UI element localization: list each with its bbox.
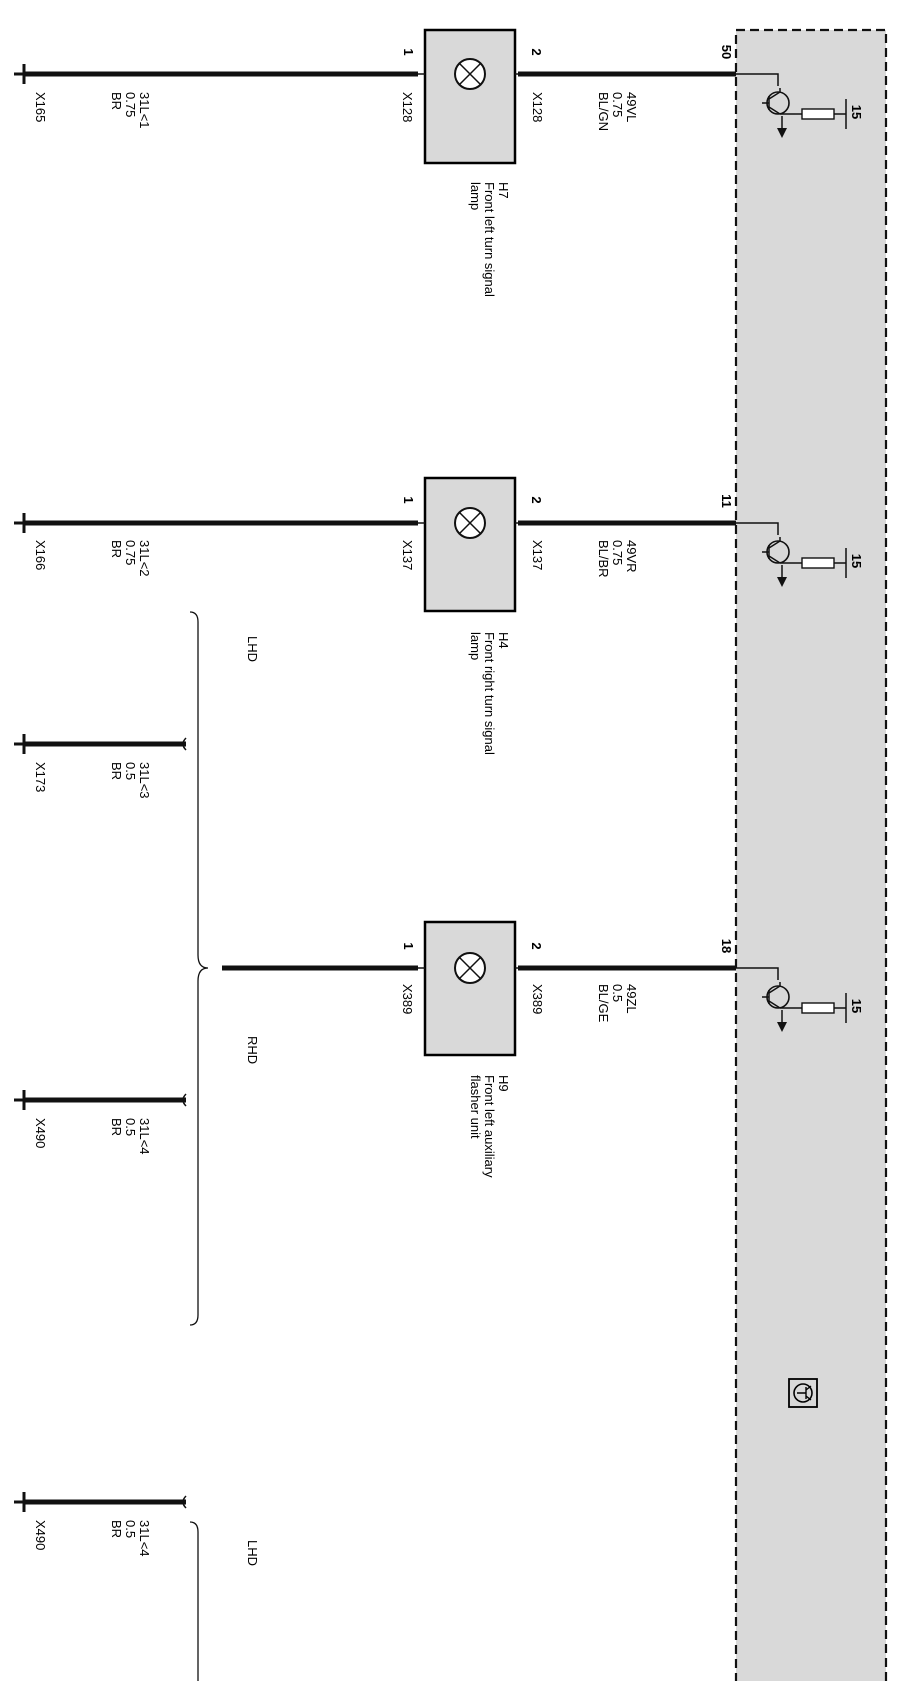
control-unit-icon <box>788 1378 818 1408</box>
lamp-circuit-h9: 2 1 X389 X389 H9 Front left auxiliary fl… <box>222 920 736 1178</box>
ground-wire-size: 0.75 <box>123 540 138 565</box>
variant-wire-code: 31L<4 <box>137 1520 152 1557</box>
connector-out: X389 <box>400 984 415 1014</box>
supply-wire-color: BL/GE <box>596 984 611 1023</box>
supply-wire-size: 0.5 <box>610 984 625 1002</box>
supply-wire-color: BL/BR <box>596 540 611 578</box>
variant-wire-color: BR <box>109 1520 124 1538</box>
variant-wire-size: 0.5 <box>123 1118 138 1136</box>
connector-in: X389 <box>530 984 545 1014</box>
lamp-id: H7 <box>496 182 511 199</box>
output-stage-18: 15 18 <box>719 939 864 1032</box>
control-module-housing <box>734 28 888 1681</box>
lamp-pin-out: 1 <box>401 48 416 55</box>
lamp-h9 <box>423 920 517 1057</box>
output-pin-label: 50 <box>719 45 734 59</box>
variant-wire-code: 31L<3 <box>137 762 152 799</box>
lamp-name-line2: lamp <box>468 632 483 660</box>
connector-out: X137 <box>400 540 415 570</box>
variant-label: RHD <box>245 1036 260 1064</box>
variant-wire-size: 0.5 <box>123 1520 138 1538</box>
lamp-h7 <box>423 28 517 165</box>
lamp-circuit-h7: 2 1 X128 X128 H7 Front left turn signal … <box>14 28 736 297</box>
variant-label: LHD <box>245 1540 260 1566</box>
ground-wire-color: BR <box>109 540 124 558</box>
output-pin-label: 18 <box>719 939 734 953</box>
lamp-name-line1: Front right turn signal <box>482 632 497 755</box>
ground-point-label: X166 <box>33 540 48 570</box>
output-stage-11: 15 11 <box>719 494 864 587</box>
variant-wire-color: BR <box>109 1118 124 1136</box>
lamp-name-line2: flasher unit <box>468 1075 483 1139</box>
output-stage-50: 15 50 <box>719 45 864 138</box>
ground-point-label: X173 <box>33 762 48 792</box>
variant-lhd-x173: LHD 31L<3 0.5 BR X173 <box>14 636 260 799</box>
output-supply-label: 15 <box>849 999 864 1013</box>
variant-wire-code: 31L<4 <box>137 1118 152 1155</box>
supply-wire-color: BL/GN <box>596 92 611 131</box>
lamp-circuit-h4: 2 1 X137 X137 H4 Front right turn signal… <box>14 476 736 755</box>
lamp-pin-in: 2 <box>529 496 544 503</box>
ground-point-label: X490 <box>33 1118 48 1148</box>
supply-wire-code: 49VR <box>624 540 639 573</box>
lamp-name-line2: lamp <box>468 182 483 210</box>
ground-point-label: X165 <box>33 92 48 122</box>
variant-lhd-x490: LHD 31L<4 0.5 BR X490 <box>14 1492 260 1566</box>
control-module <box>734 28 888 1681</box>
output-pin-label: 11 <box>719 494 734 508</box>
output-supply-label: 15 <box>849 105 864 119</box>
supply-wire-size: 0.75 <box>610 540 625 565</box>
lamp-symbol-icon <box>458 956 482 980</box>
variant-wire-color: BR <box>109 762 124 780</box>
variant-label: LHD <box>245 636 260 662</box>
lamp-id: H4 <box>496 632 511 649</box>
variant-rhd-x490: RHD 31L<4 0.5 BR X490 <box>14 1036 260 1155</box>
ground-wire-size: 0.75 <box>123 92 138 117</box>
supply-wire-size: 0.75 <box>610 92 625 117</box>
ground-point-label: X490 <box>33 1520 48 1550</box>
lamp-pin-in: 2 <box>529 48 544 55</box>
variant-wire-size: 0.5 <box>123 762 138 780</box>
supply-wire-code: 49ZL <box>624 984 639 1014</box>
lamp-pin-out: 1 <box>401 496 416 503</box>
connector-in: X128 <box>530 92 545 122</box>
ground-wire-color: BR <box>109 92 124 110</box>
connector-in: X137 <box>530 540 545 570</box>
lamp-h4 <box>423 476 517 613</box>
output-supply-label: 15 <box>849 554 864 568</box>
connector-out: X128 <box>400 92 415 122</box>
lamp-symbol-icon <box>458 62 482 86</box>
lamp-name-line1: Front left auxiliary <box>482 1075 497 1178</box>
lamp-id: H9 <box>496 1075 511 1092</box>
lamp-name-line1: Front left turn signal <box>482 182 497 297</box>
ground-wire-code: 31L<2 <box>137 540 152 577</box>
supply-wire-code: 49VL <box>624 92 639 122</box>
lamp-pin-in: 2 <box>529 942 544 949</box>
lamp-symbol-icon <box>458 511 482 535</box>
variant-brace-group <box>189 611 209 1681</box>
ground-wire-code: 31L<1 <box>137 92 152 129</box>
lamp-pin-out: 1 <box>401 942 416 949</box>
